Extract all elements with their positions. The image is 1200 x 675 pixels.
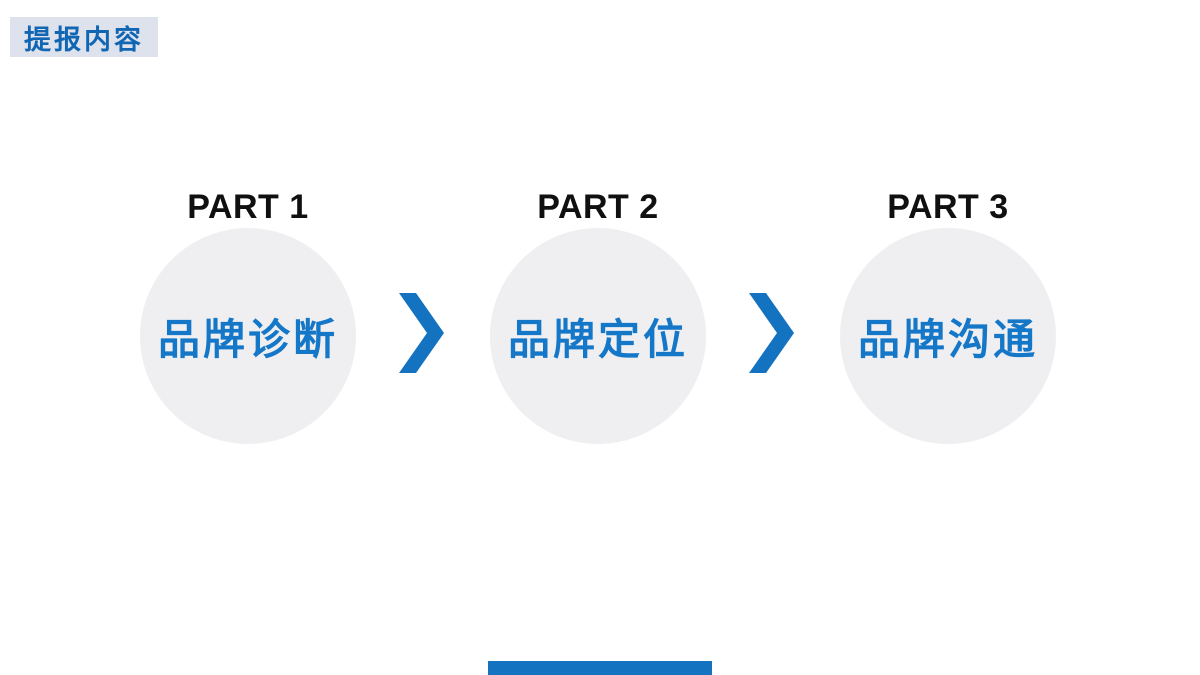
process-step-2: PART 2 品牌定位 <box>458 186 738 444</box>
step-1-title: 品牌诊断 <box>157 315 338 363</box>
step-3-circle: 品牌沟通 <box>840 228 1056 444</box>
part-3-label: PART 3 <box>887 188 1009 226</box>
part-1-label: PART 1 <box>187 188 309 226</box>
process-step-1: PART 1 品牌诊断 <box>108 186 388 444</box>
process-step-3: PART 3 品牌沟通 <box>808 186 1088 444</box>
footer-accent-bar <box>488 661 712 675</box>
step-2-title: 品牌定位 <box>507 315 688 363</box>
chevron-right-icon <box>749 293 794 373</box>
chevron-right-icon <box>399 293 444 373</box>
slide-title-label: 提报内容 <box>24 24 144 55</box>
step-1-circle: 品牌诊断 <box>140 228 356 444</box>
part-2-label: PART 2 <box>537 188 659 226</box>
step-2-circle: 品牌定位 <box>490 228 706 444</box>
step-3-title: 品牌沟通 <box>857 315 1038 363</box>
slide-title-badge: 提报内容 <box>10 17 158 57</box>
